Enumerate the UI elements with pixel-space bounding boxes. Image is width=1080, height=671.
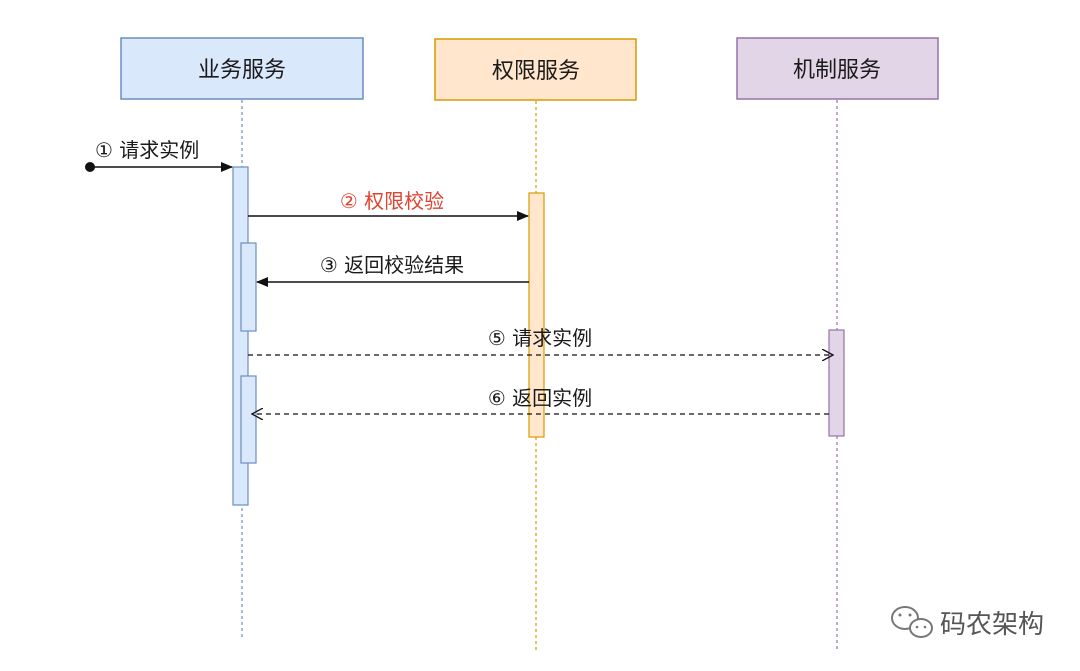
watermark: 码农架构 [891,606,1044,640]
activation-permission [528,192,545,438]
message-2-label: ② 权限校验 [340,189,444,213]
message-3-label: ③ 返回校验结果 [320,253,464,277]
participant-permission: 权限服务 [434,38,637,101]
message-2: ② 权限校验 [248,189,529,221]
message-1: ① 请求实例 [85,138,233,172]
participant-business: 业务服务 [120,37,364,100]
participant-business-box [120,37,364,100]
message-6-label: ⑥ 返回实例 [488,386,592,410]
participant-mechanism-box [736,37,939,100]
message-5: ⑤ 请求实例 [248,326,833,355]
participant-mechanism-label: 机制服务 [793,58,881,83]
activation-business-nested-1 [240,242,257,332]
participant-permission-label: 权限服务 [492,59,580,84]
message-5-label: ⑤ 请求实例 [488,326,592,350]
message-6: ⑥ 返回实例 [252,386,829,414]
activation-mechanism [828,329,845,437]
participant-mechanism: 机制服务 [736,37,939,100]
message-3: ③ 返回校验结果 [256,253,529,287]
participant-business-label: 业务服务 [198,58,286,83]
wechat-icon [891,606,933,638]
message-1-label: ① 请求实例 [95,138,199,162]
watermark-text: 码农架构 [940,610,1044,640]
participant-permission-box [434,38,637,101]
activation-business-nested-2 [240,375,257,464]
